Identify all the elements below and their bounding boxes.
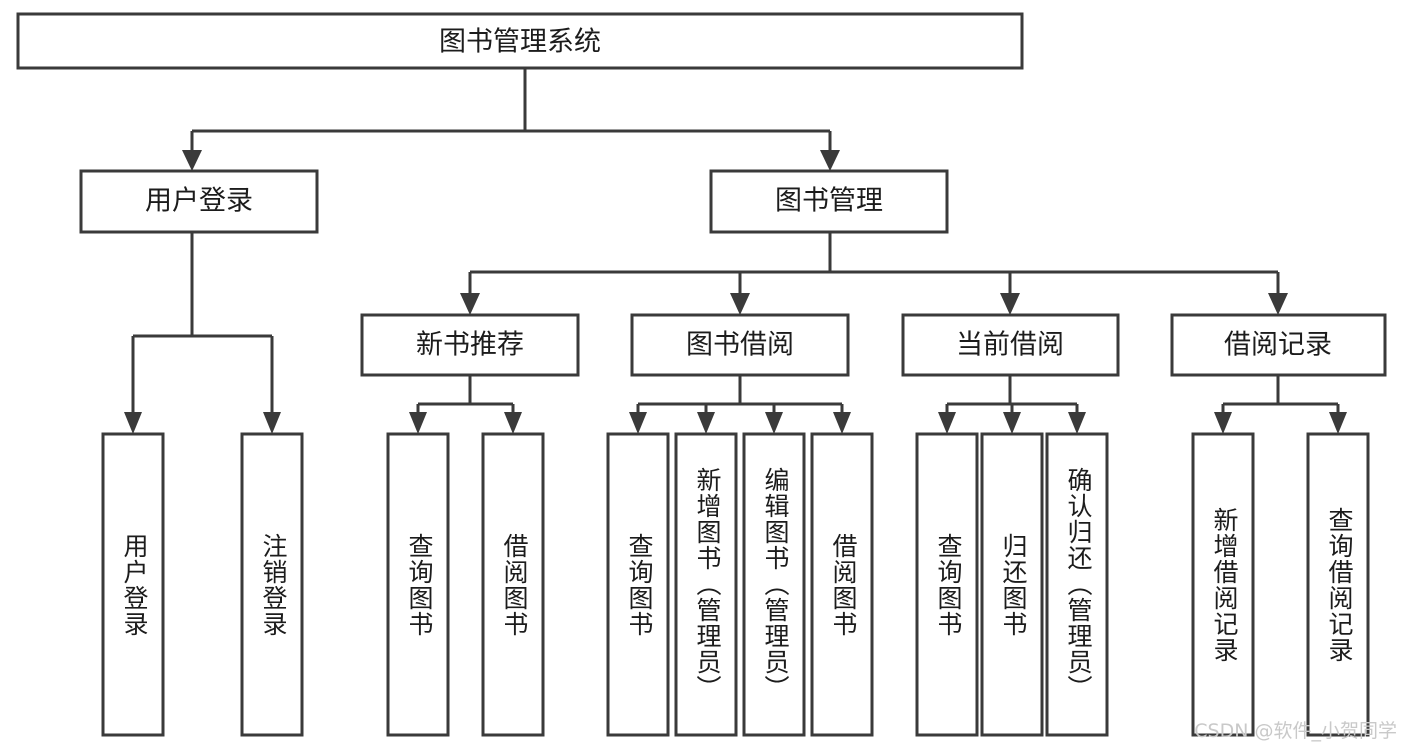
leaf-book-borrow-3-label: 编辑图书（管理员） [761,467,790,701]
leaf-book-borrow-2[interactable]: 新增图书（管理员） [674,432,738,737]
leaf-user-login-2-label: 注销登录 [259,533,288,637]
arrow-current-borrow-leaf-1 [938,412,956,434]
arrow-level3-1 [460,293,480,315]
node-book-borrow-box[interactable] [630,313,850,377]
leaf-new-book-2[interactable]: 借阅图书 [481,432,545,737]
leaf-current-borrow-1-box[interactable] [915,432,979,737]
arrow-book-borrow-leaf-4 [833,412,851,434]
leaf-user-login-2[interactable]: 注销登录 [240,432,304,737]
leaf-borrow-record-1-box[interactable] [1191,432,1255,737]
node-root-system-box[interactable] [16,12,1024,70]
node-current-borrow-label: 当前借阅 [956,330,1064,361]
arrow-borrow-record-leaf-2 [1329,412,1347,434]
arrow-to-book-manage [820,150,840,171]
arrow-level3-2 [730,293,750,315]
arrow-user-login-leaf-1 [124,412,142,434]
leaf-current-borrow-3[interactable]: 确认归还（管理员） [1045,432,1109,737]
leaf-book-borrow-1[interactable]: 查询图书 [606,432,670,737]
leaf-new-book-1-box[interactable] [386,432,450,737]
leaf-borrow-record-2[interactable]: 查询借阅记录 [1306,432,1370,737]
node-borrow-record-box[interactable] [1170,313,1387,377]
leaf-current-borrow-3-box[interactable] [1045,432,1109,737]
leaf-current-borrow-2[interactable]: 归还图书 [980,432,1044,737]
arrow-new-book-leaf-1 [409,412,427,434]
leaf-new-book-2-box[interactable] [481,432,545,737]
arrow-current-borrow-leaf-3 [1068,412,1086,434]
node-current-borrow[interactable]: 当前借阅 [901,313,1120,377]
node-user-login-label: 用户登录 [145,186,253,217]
leaf-new-book-1[interactable]: 查询图书 [386,432,450,737]
node-book-borrow-label: 图书借阅 [686,330,794,361]
leaf-current-borrow-2-label: 归还图书 [999,533,1028,637]
node-current-borrow-box[interactable] [901,313,1120,377]
leaf-borrow-record-2-label: 查询借阅记录 [1325,507,1354,663]
node-new-book-recommend-box[interactable] [360,313,580,377]
node-borrow-record-label: 借阅记录 [1224,330,1332,361]
leaf-user-login-1-box[interactable] [101,432,165,737]
node-user-login-box[interactable] [79,169,319,234]
leaf-book-borrow-2-label: 新增图书（管理员） [693,467,722,701]
node-book-manage-box[interactable] [709,169,949,234]
arrow-book-borrow-leaf-2 [697,412,715,434]
leaf-user-login-1-label: 用户登录 [120,533,149,637]
arrow-book-borrow-leaf-3 [765,412,783,434]
arrow-level3-3 [1000,293,1020,315]
node-borrow-record[interactable]: 借阅记录 [1170,313,1387,377]
node-user-login[interactable]: 用户登录 [79,169,319,234]
arrow-user-login-leaf-2 [263,412,281,434]
leaf-borrow-record-1[interactable]: 新增借阅记录 [1191,432,1255,737]
leaf-book-borrow-4-box[interactable] [810,432,874,737]
edge-layer [124,68,1347,434]
leaf-user-login-1[interactable]: 用户登录 [101,432,165,737]
arrow-to-user-login [182,150,202,171]
arrow-borrow-record-leaf-1 [1214,412,1232,434]
arrow-new-book-leaf-2 [504,412,522,434]
leaf-book-borrow-1-label: 查询图书 [625,533,654,637]
leaf-book-borrow-2-box[interactable] [674,432,738,737]
arrow-current-borrow-leaf-2 [1003,412,1021,434]
arrow-book-borrow-leaf-1 [629,412,647,434]
arrow-level3-4 [1268,293,1288,315]
leaf-current-borrow-3-label: 确认归还（管理员） [1064,467,1093,701]
leaf-book-borrow-3[interactable]: 编辑图书（管理员） [742,432,806,737]
node-root-system-label: 图书管理系统 [439,27,601,58]
leaf-borrow-record-1-label: 新增借阅记录 [1210,507,1239,663]
leaf-book-borrow-1-box[interactable] [606,432,670,737]
leaf-book-borrow-3-box[interactable] [742,432,806,737]
leaf-borrow-record-2-box[interactable] [1306,432,1370,737]
leaf-new-book-1-label: 查询图书 [405,533,434,637]
node-new-book-recommend[interactable]: 新书推荐 [360,313,580,377]
leaf-book-borrow-4-label: 借阅图书 [829,533,858,637]
node-book-borrow[interactable]: 图书借阅 [630,313,850,377]
node-book-manage-label: 图书管理 [775,186,883,217]
leaf-current-borrow-1[interactable]: 查询图书 [915,432,979,737]
leaf-current-borrow-1-label: 查询图书 [934,533,963,637]
leaf-new-book-2-label: 借阅图书 [500,533,529,637]
leaf-current-borrow-2-box[interactable] [980,432,1044,737]
leaf-user-login-2-box[interactable] [240,432,304,737]
leaf-book-borrow-4[interactable]: 借阅图书 [810,432,874,737]
node-new-book-recommend-label: 新书推荐 [416,330,524,361]
node-root-system[interactable]: 图书管理系统 [16,12,1024,70]
node-book-manage[interactable]: 图书管理 [709,169,949,234]
